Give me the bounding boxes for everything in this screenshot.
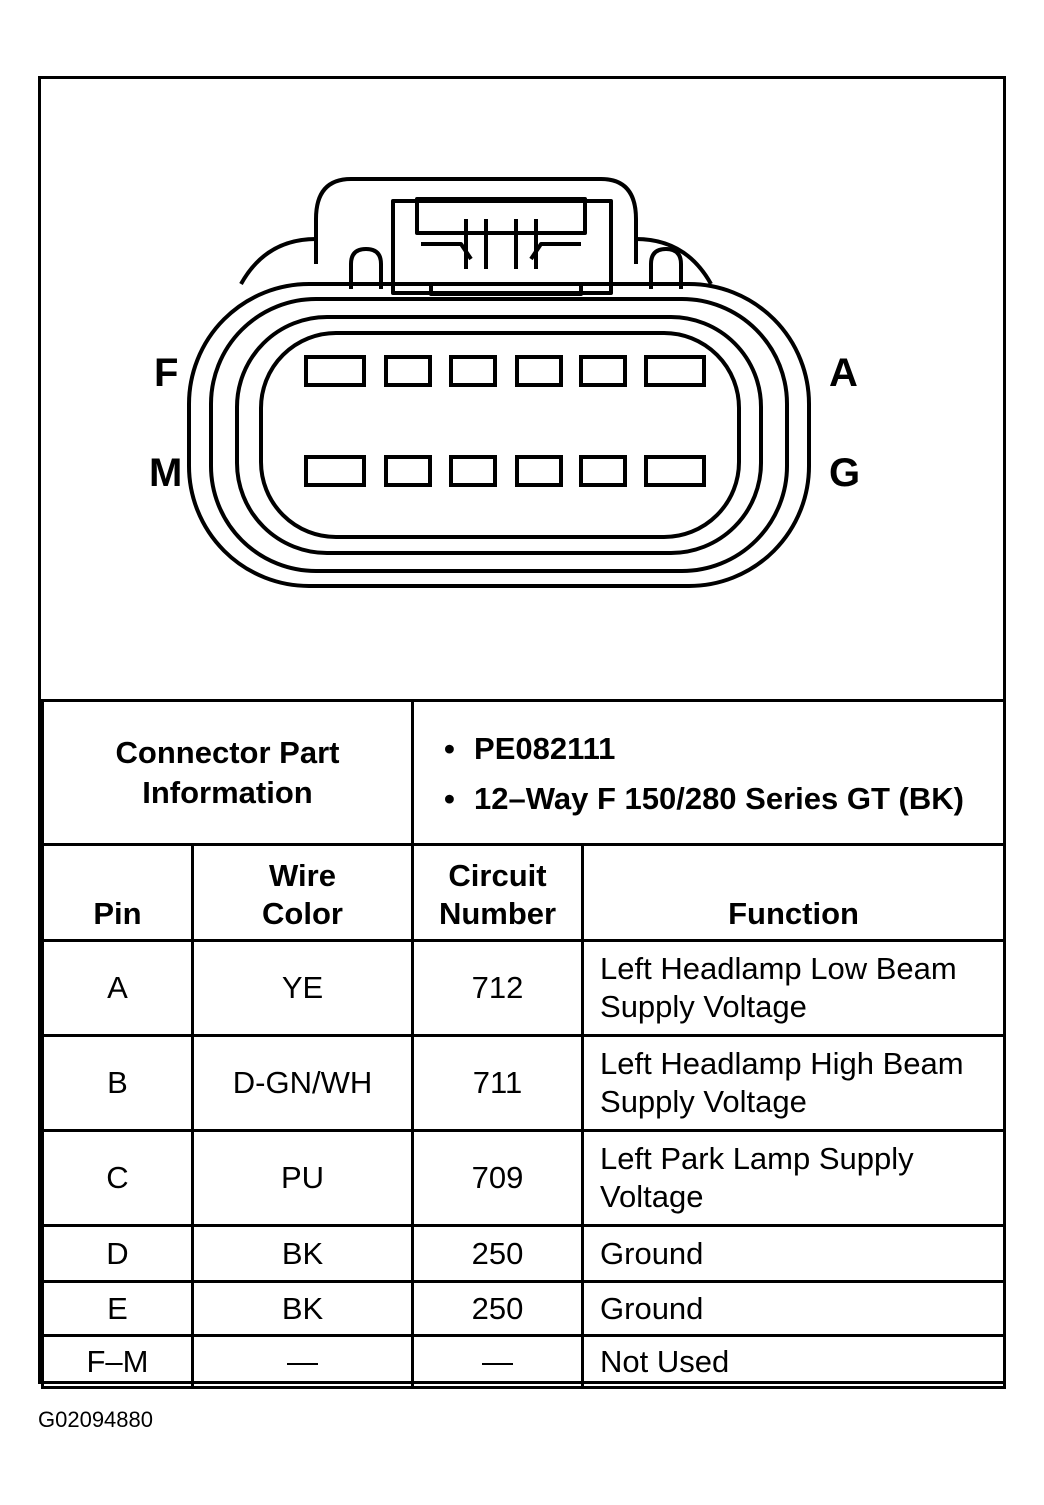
cell-wire-color: YE (190, 939, 415, 1037)
cell-circuit-number: 250 (411, 1280, 585, 1337)
cell-function: Left Park Lamp Supply Voltage (581, 1129, 1007, 1227)
header-circuit-number: Circuit Number (411, 843, 585, 942)
cell-circuit-number: — (411, 1334, 585, 1389)
pin-label-f: F (154, 351, 179, 395)
header-wire-color: Wire Color (190, 843, 415, 942)
connector-body-inner (235, 315, 763, 555)
connector-info-label: Connector Part Information (40, 699, 415, 846)
connector-info-row: Connector Part Information •PE082111 •12… (40, 699, 1007, 846)
cell-function: Left Headlamp Low Beam Supply Voltage (581, 939, 1007, 1037)
cell-pin: C (41, 1129, 194, 1227)
pin-label-a: A (829, 351, 858, 395)
diagram-frame: F A M G Connector Part Information •PE08… (38, 76, 1007, 1389)
connector-cavity (449, 455, 497, 487)
connector-cavity (579, 455, 627, 487)
info-item-connector-type: •12–Way F 150/280 Series GT (BK) (444, 780, 964, 816)
figure-id: G02094880 (38, 1407, 153, 1432)
connector-cavity (644, 355, 706, 387)
connector-latch-outline (314, 177, 638, 264)
table-row: F–M——Not Used (41, 1334, 1007, 1389)
connector-body-outer (187, 282, 811, 588)
cell-circuit-number: 712 (411, 939, 585, 1037)
cell-function: Not Used (581, 1334, 1007, 1389)
connector-cavity (304, 455, 366, 487)
connector-cavity (515, 355, 563, 387)
connector-cavity (384, 455, 432, 487)
cell-wire-color: PU (190, 1129, 415, 1227)
connector-cavity (644, 455, 706, 487)
cell-pin: E (41, 1280, 194, 1337)
cell-pin: D (41, 1224, 194, 1283)
cell-wire-color: BK (190, 1224, 415, 1283)
connector-body-mid (209, 297, 789, 573)
connector-cavity (515, 455, 563, 487)
cell-pin: B (41, 1034, 194, 1132)
connector-face-view: F A M G (41, 79, 1003, 699)
connector-latch (391, 199, 613, 295)
connector-pinout-table: Connector Part Information •PE082111 •12… (40, 699, 1007, 1389)
connector-info-list: •PE082111 •12–Way F 150/280 Series GT (B… (411, 699, 1007, 846)
info-item-part-number: •PE082111 (444, 730, 616, 766)
cell-function: Ground (581, 1280, 1007, 1337)
cell-circuit-number: 250 (411, 1224, 585, 1283)
pin-label-m: M (149, 451, 183, 495)
cell-wire-color: D-GN/WH (190, 1034, 415, 1132)
pin-label-g: G (829, 451, 861, 495)
cell-function: Left Headlamp High Beam Supply Voltage (581, 1034, 1007, 1132)
connector-cavity (449, 355, 497, 387)
connector-face (259, 331, 741, 539)
connector-cavity (579, 355, 627, 387)
cell-function: Ground (581, 1224, 1007, 1283)
header-row: Pin Wire Color Circuit Number Function (41, 843, 1007, 942)
header-pin: Pin (41, 843, 194, 942)
cell-circuit-number: 711 (411, 1034, 585, 1132)
header-function: Function (581, 843, 1007, 942)
cell-wire-color: BK (190, 1280, 415, 1337)
cell-pin: A (41, 939, 194, 1037)
connector-cavity (384, 355, 432, 387)
cell-circuit-number: 709 (411, 1129, 585, 1227)
connector-drawing (187, 177, 811, 588)
cell-wire-color: — (190, 1334, 415, 1389)
cell-pin: F–M (41, 1334, 194, 1389)
connector-cavity (304, 355, 366, 387)
